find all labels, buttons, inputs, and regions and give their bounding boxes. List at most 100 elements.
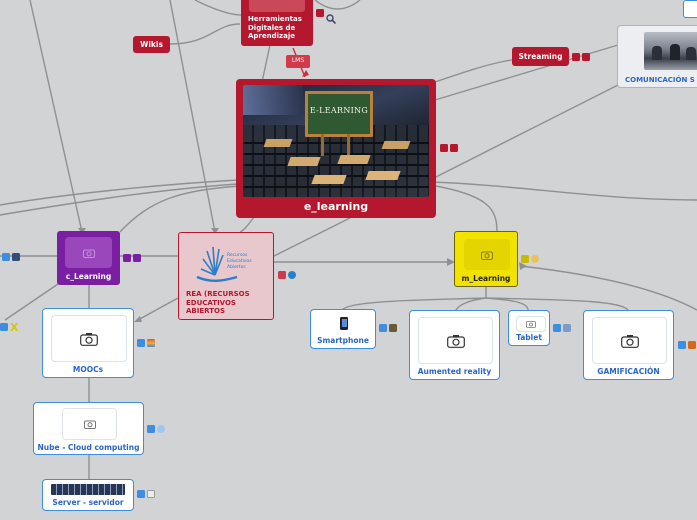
camera-icon <box>80 332 98 346</box>
image-placeholder <box>418 317 493 364</box>
notes-icon <box>2 253 10 261</box>
image-placeholder <box>65 237 112 268</box>
link-top-to-herramientas <box>194 0 243 16</box>
node-nube[interactable]: Nube - Cloud computing <box>33 402 144 455</box>
link-top-to-clearning <box>29 0 83 233</box>
node-wikis[interactable]: Wikis <box>133 36 170 53</box>
moocs-icons <box>137 339 155 347</box>
camera-icon <box>481 251 493 260</box>
device-icon <box>563 324 571 332</box>
cross-icon: X <box>10 321 19 334</box>
elearning-icons <box>440 144 458 152</box>
logo-text: Recursos Educativos Abiertos <box>227 253 252 270</box>
notes-icon <box>147 425 155 433</box>
node-mlearning[interactable]: m_Learning <box>454 231 518 287</box>
search-icon <box>326 9 337 25</box>
camera-icon <box>83 420 96 429</box>
rea-logo: Recursos Educativos Abiertos <box>193 241 261 285</box>
streaming-icons <box>572 53 590 61</box>
mlearning-icons <box>521 255 539 263</box>
node-label: Nube - Cloud computing <box>37 443 140 452</box>
stack-icon <box>147 339 155 347</box>
link-top-to-rea <box>169 0 216 233</box>
node-comunicacion[interactable]: COMUNICACIÓN S <box>617 25 697 88</box>
notes-icon <box>278 271 286 279</box>
node-herramientas[interactable]: Herramientas Digitales de Aprendizaje <box>241 0 313 46</box>
camera-icon <box>620 334 639 348</box>
node-label: Herramientas Digitales de Aprendizaje <box>248 15 302 40</box>
node-label: Smartphone <box>317 336 369 345</box>
nube-icons <box>147 425 165 433</box>
link-hub-tablet <box>485 297 529 311</box>
notes-icon <box>572 53 580 61</box>
tablet-icon <box>389 324 397 332</box>
game-icon <box>688 341 696 349</box>
node-label: Streaming <box>518 52 563 61</box>
globe-icon <box>288 271 296 279</box>
link-icon <box>450 144 458 152</box>
node-label: c_Learning <box>65 272 112 281</box>
rea-icons <box>278 271 296 279</box>
photo-classroom <box>644 32 697 70</box>
link-herramientas-down <box>261 44 271 83</box>
node-label: COMUNICACIÓN S <box>625 76 695 84</box>
camera-icon <box>446 334 465 348</box>
node-moocs[interactable]: MOOCs <box>42 308 134 378</box>
notes-icon <box>521 255 529 263</box>
tablet-icons <box>553 324 571 332</box>
link-clearning-left <box>4 283 59 321</box>
node-streaming[interactable]: Streaming <box>512 47 569 66</box>
arrowhead <box>447 258 455 266</box>
tag-icon <box>147 490 155 498</box>
node-rea[interactable]: Recursos Educativos Abiertos REA (RECURS… <box>178 232 274 320</box>
node-smartphone[interactable]: Smartphone <box>310 309 376 349</box>
image-placeholder <box>51 315 127 362</box>
node-label: MOOCs <box>72 365 104 374</box>
link-elearning-clearning <box>119 185 241 233</box>
notes-icon <box>0 323 8 331</box>
link-elearning-right <box>429 181 697 201</box>
arrowhead <box>302 70 309 77</box>
arrowhead <box>134 316 142 322</box>
link-elearning-mlearning <box>429 184 498 233</box>
node-aumented[interactable]: Aumented reality <box>409 310 500 380</box>
notes-icon <box>553 324 561 332</box>
node-tablet[interactable]: Tablet <box>508 310 550 346</box>
arrowhead <box>519 262 527 270</box>
link-hub-smartphone <box>341 297 487 311</box>
link-mlearning-right <box>519 265 697 311</box>
node-label: m_Learning <box>461 274 511 283</box>
node-gamificacion[interactable]: GAMIFICACIÓN <box>583 310 674 380</box>
node-clearning[interactable]: c_Learning <box>57 231 120 285</box>
chalkboard: E-LEARNING <box>305 91 373 137</box>
link-top-arc <box>314 0 361 10</box>
board-text: E-LEARNING <box>309 106 369 115</box>
link-icon <box>582 53 590 61</box>
node-elearning[interactable]: E-LEARNING e_learning <box>236 79 436 218</box>
link-elearning-left-1 <box>0 179 239 206</box>
node-label: REA (RECURSOS EDUCATIVOS ABIERTOS <box>186 290 250 315</box>
left-edge-icons-1 <box>2 253 20 261</box>
camera-icon <box>526 321 536 328</box>
grid-icon <box>12 253 20 261</box>
node-label: GAMIFICACIÓN <box>597 367 660 376</box>
server-image <box>51 484 125 495</box>
notes-icon <box>137 339 145 347</box>
link-elearning-left-2 <box>0 183 239 216</box>
link-herramientas-wikis <box>169 23 241 45</box>
node-label: Wikis <box>140 40 163 49</box>
node-lms[interactable]: LMS <box>286 55 310 68</box>
link-hub-gamificacion <box>485 297 629 311</box>
link-elearning-comunicacion <box>429 84 619 181</box>
smartphone-icons <box>379 324 397 332</box>
notes-icon <box>123 254 131 262</box>
gamificacion-icons <box>678 341 696 349</box>
arrowhead <box>211 228 219 234</box>
camera-icon <box>82 249 95 258</box>
herramientas-icons <box>316 9 337 25</box>
offscreen-node[interactable] <box>683 0 697 18</box>
node-label: Tablet <box>516 333 542 342</box>
node-label: Aumented reality <box>417 367 492 376</box>
node-server[interactable]: Server - servidor <box>42 479 134 511</box>
